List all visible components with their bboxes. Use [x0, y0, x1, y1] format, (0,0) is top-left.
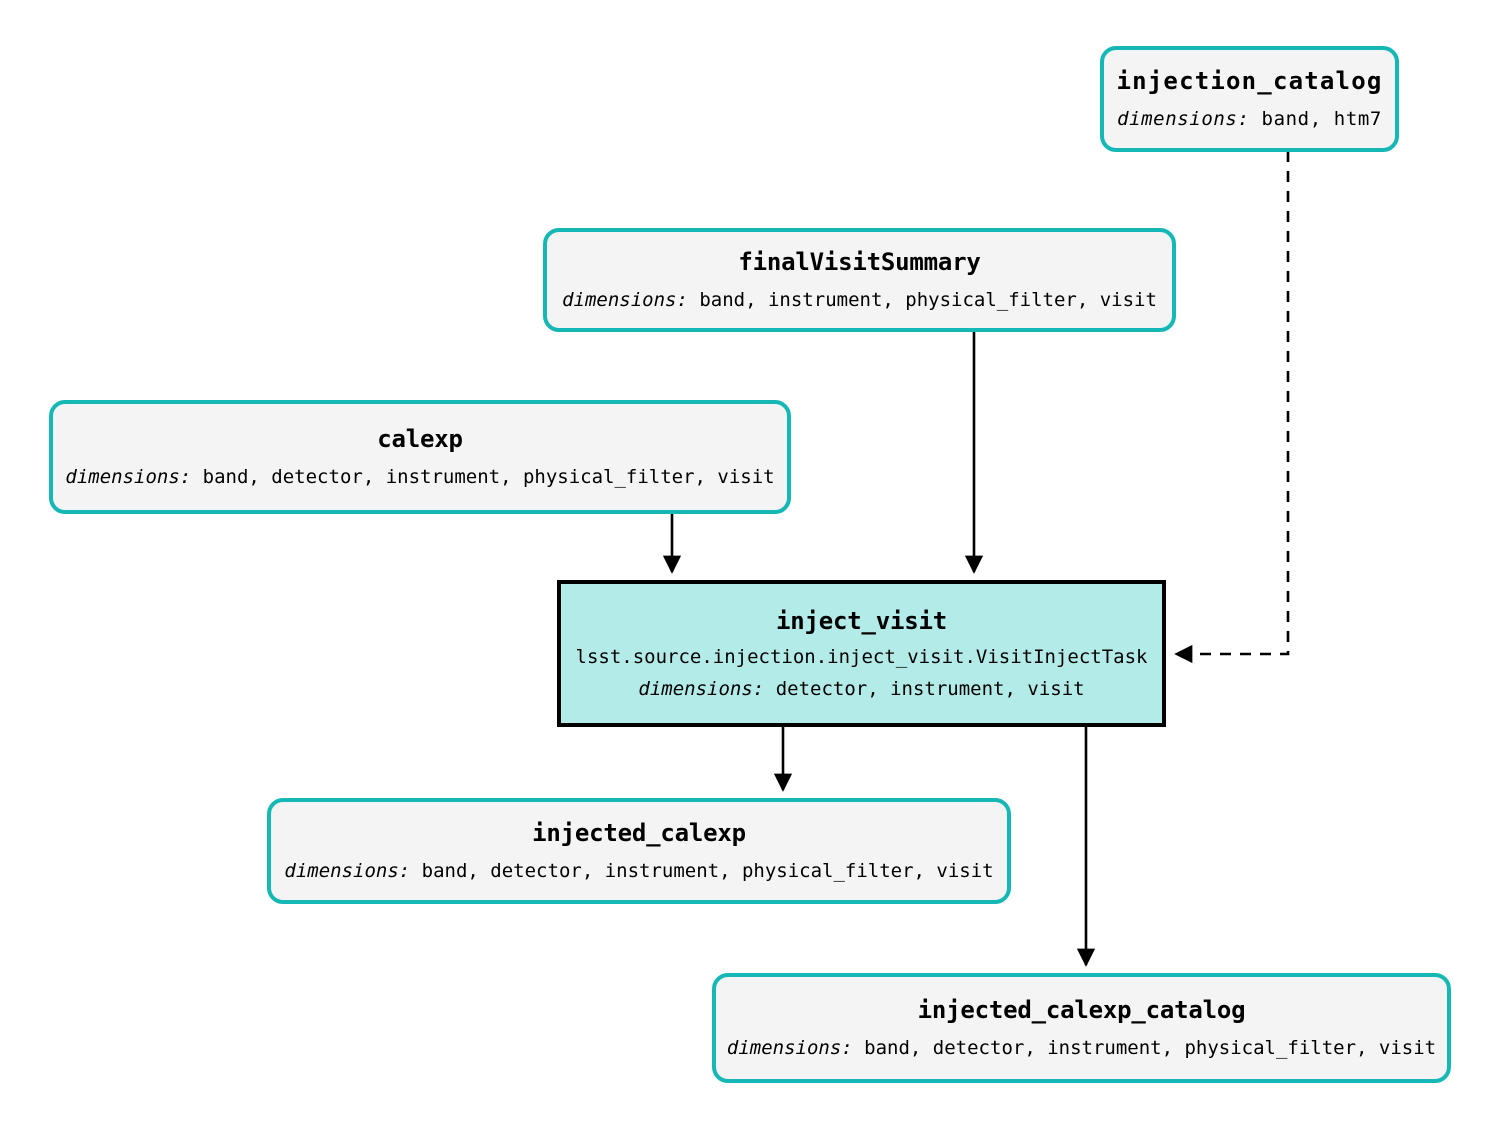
- dimensions-value: band, instrument, physical_filter, visit: [699, 289, 1157, 311]
- dimensions-value: band, detector, instrument, physical_fil…: [421, 860, 994, 882]
- node-injection-catalog-title: injection_catalog: [1116, 67, 1383, 95]
- dimensions-value: band, detector, instrument, physical_fil…: [864, 1037, 1437, 1059]
- node-calexp-title: calexp: [377, 425, 463, 453]
- dimensions-value: band, htm7: [1261, 108, 1382, 130]
- node-final-visit-summary-title: finalVisitSummary: [738, 248, 981, 276]
- node-inject-visit-dimensions: dimensions: detector, instrument, visit: [638, 676, 1084, 702]
- dimensions-label: dimensions:: [638, 677, 765, 700]
- dimensions-label: dimensions:: [726, 1037, 853, 1059]
- node-final-visit-summary[interactable]: finalVisitSummary dimensions: band, inst…: [543, 228, 1176, 332]
- node-inject-visit[interactable]: inject_visit lsst.source.injection.injec…: [557, 580, 1166, 727]
- node-injected-calexp[interactable]: injected_calexp dimensions: band, detect…: [267, 798, 1011, 904]
- dimensions-label: dimensions:: [284, 860, 411, 882]
- node-calexp[interactable]: calexp dimensions: band, detector, instr…: [49, 400, 791, 514]
- node-injected-calexp-dimensions: dimensions: band, detector, instrument, …: [284, 858, 993, 884]
- edge-injection-catalog-to-inject-visit: [1174, 151, 1290, 664]
- node-inject-visit-class: lsst.source.injection.inject_visit.Visit…: [575, 645, 1148, 668]
- node-injection-catalog[interactable]: injection_catalog dimensions: band, htm7: [1100, 46, 1399, 152]
- dimensions-label: dimensions:: [1117, 108, 1250, 130]
- node-injected-calexp-title: injected_calexp: [532, 819, 746, 847]
- node-injected-calexp-catalog-dimensions: dimensions: band, detector, instrument, …: [727, 1035, 1436, 1061]
- node-injection-catalog-dimensions: dimensions: band, htm7: [1117, 106, 1382, 132]
- node-injected-calexp-catalog[interactable]: injected_calexp_catalog dimensions: band…: [712, 973, 1451, 1083]
- node-calexp-dimensions: dimensions: band, detector, instrument, …: [65, 464, 774, 490]
- node-injected-calexp-catalog-title: injected_calexp_catalog: [917, 996, 1246, 1024]
- dimensions-label: dimensions:: [65, 466, 192, 488]
- node-final-visit-summary-dimensions: dimensions: band, instrument, physical_f…: [562, 287, 1157, 313]
- dimensions-label: dimensions:: [562, 289, 688, 311]
- node-inject-visit-title: inject_visit: [776, 606, 947, 635]
- dimensions-value: band, detector, instrument, physical_fil…: [202, 466, 775, 488]
- dimensions-value: detector, instrument, visit: [775, 677, 1085, 700]
